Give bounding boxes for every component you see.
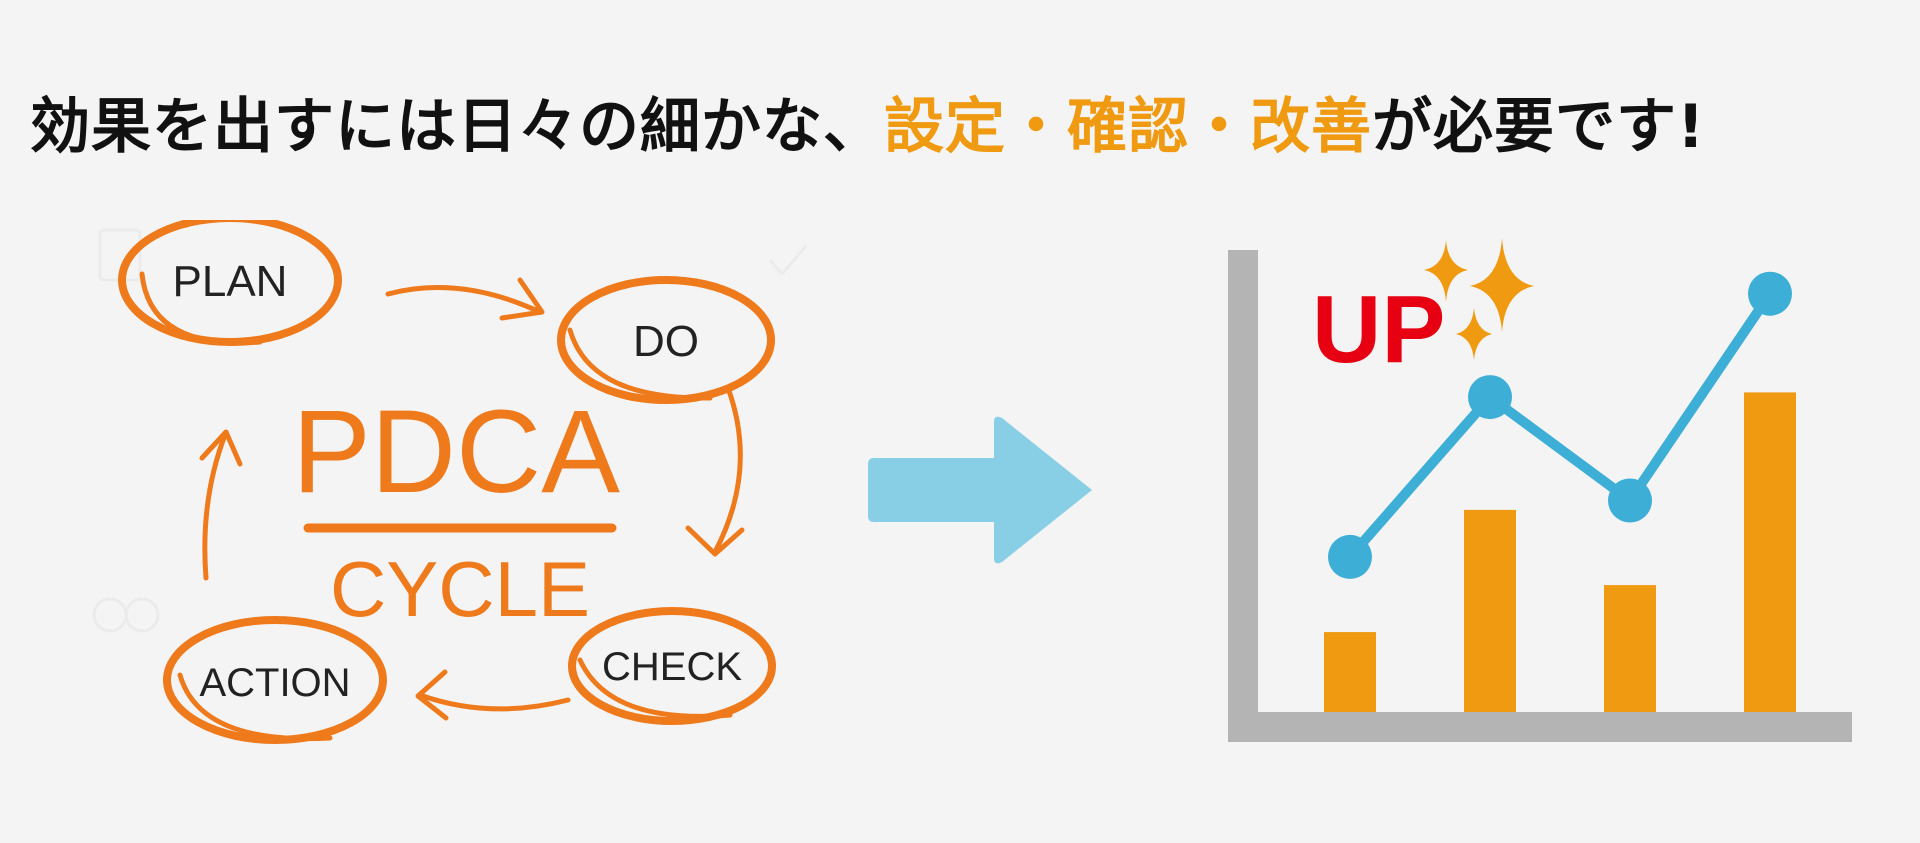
cycle-arrow-action-plan (202, 432, 228, 581)
chart-point (1468, 375, 1512, 420)
chart-point (1328, 534, 1372, 579)
pdca-title: PDCA (292, 386, 620, 518)
check-icon (768, 245, 808, 277)
right-arrow-icon (868, 416, 1092, 564)
stage-label-do: DO (633, 317, 699, 366)
chart-bar (1604, 585, 1656, 712)
headline-part1: 効果を出すには日々の細かな、 (30, 92, 884, 162)
headline-separator: ・ (1189, 92, 1250, 162)
loop-icon (92, 597, 128, 633)
chart-bar (1324, 632, 1376, 712)
stage-label-check: CHECK (602, 645, 742, 689)
headline-highlight-improve: 改善 (1250, 92, 1372, 162)
stage-label-plan: PLAN (173, 257, 288, 306)
cycle-arrow-check-action (417, 692, 571, 712)
do-ellipse (557, 276, 775, 404)
x-axis (1228, 712, 1852, 742)
headline-highlight-settings: 設定 (884, 92, 1006, 162)
check-ellipse (568, 607, 776, 725)
y-axis (1228, 250, 1258, 740)
headline-highlight-check: 確認 (1067, 92, 1189, 162)
chart-bar (1464, 509, 1516, 712)
cycle-arrow-plan-do (385, 285, 543, 315)
stage-label-action: ACTION (199, 661, 350, 705)
up-annotation: UP (1312, 276, 1445, 383)
pdca-cycle-diagram: PLAN DO CHECK ACTION PDCA CYCLE (92, 220, 808, 744)
chart-point (1748, 271, 1792, 316)
cycle-arrow-do-check (712, 385, 743, 555)
action-ellipse (163, 616, 387, 744)
chart-bar (1744, 392, 1796, 712)
headline-separator: ・ (1006, 92, 1067, 162)
chart-point (1608, 478, 1652, 523)
pdca-subtitle: CYCLE (330, 545, 590, 633)
page-headline: 効果を出すには日々の細かな、設定・確認・改善が必要です! (30, 82, 1890, 172)
growth-chart: UP (1228, 238, 1852, 742)
chart-line (1346, 290, 1775, 561)
headline-part2: が必要です! (1372, 92, 1706, 162)
sparkle-icon (1424, 238, 1534, 360)
